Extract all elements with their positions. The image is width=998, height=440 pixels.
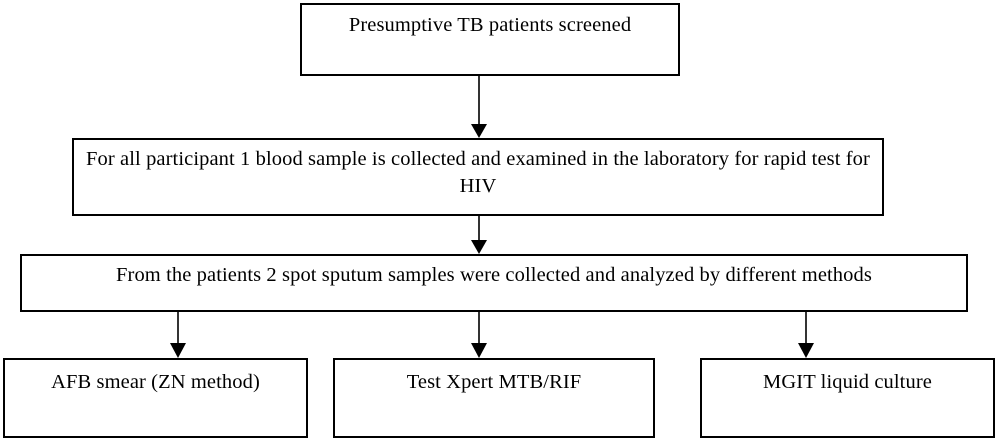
node-xpert[interactable]: Test Xpert MTB/RIF [333,358,655,438]
node-sputum-samples-label: From the patients 2 spot sputum samples … [116,264,872,286]
connector-blood-to-sputum [471,216,487,254]
node-screening-label: Presumptive TB patients screened [348,14,632,36]
node-mgit[interactable]: MGIT liquid culture [700,358,995,438]
connector-sputum-to-mgit [798,312,814,358]
node-mgit-label: MGIT liquid culture [763,371,932,393]
node-sputum-samples[interactable]: From the patients 2 spot sputum samples … [20,254,968,312]
connector-sputum-to-xpert [471,312,487,358]
node-blood-sample[interactable]: For all participant 1 blood sample is co… [72,138,884,216]
node-xpert-label: Test Xpert MTB/RIF [406,371,582,393]
node-screening[interactable]: Presumptive TB patients screened [300,3,680,76]
connector-sputum-to-afb [170,312,186,358]
node-afb-smear-label: AFB smear (ZN method) [51,371,260,393]
node-blood-sample-label: For all participant 1 blood sample is co… [86,148,870,198]
node-afb-smear[interactable]: AFB smear (ZN method) [3,358,308,438]
connector-screening-to-blood [471,76,487,138]
